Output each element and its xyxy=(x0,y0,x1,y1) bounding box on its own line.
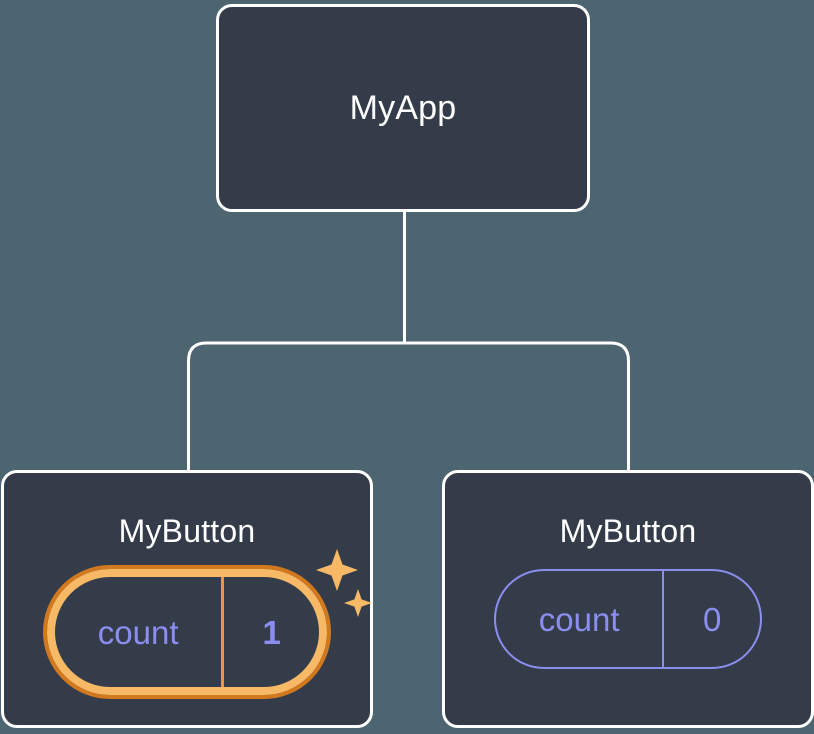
state-value: 0 xyxy=(662,571,760,667)
node-title: MyButton xyxy=(118,513,256,549)
state-pill-highlighted[interactable]: count 1 xyxy=(43,565,331,699)
sparkle-large-icon xyxy=(316,549,358,591)
node-title: MyButton xyxy=(559,513,697,549)
state-key: count xyxy=(97,613,179,651)
state-pill-plain[interactable]: count 0 xyxy=(494,569,762,669)
node-title: MyApp xyxy=(349,89,457,127)
connector-branch-bus xyxy=(187,341,630,470)
state-value: 1 xyxy=(221,577,319,687)
node-mybutton-right[interactable]: MyButton count 0 xyxy=(442,470,814,728)
state-key: count xyxy=(538,600,620,638)
node-myapp[interactable]: MyApp xyxy=(216,4,590,212)
state-pill-wrapper-right: count 0 xyxy=(494,569,762,669)
sparkle-small-icon xyxy=(344,589,372,617)
node-mybutton-left[interactable]: MyButton count 1 xyxy=(1,470,373,728)
state-pill-wrapper-left: count 1 xyxy=(43,549,372,699)
